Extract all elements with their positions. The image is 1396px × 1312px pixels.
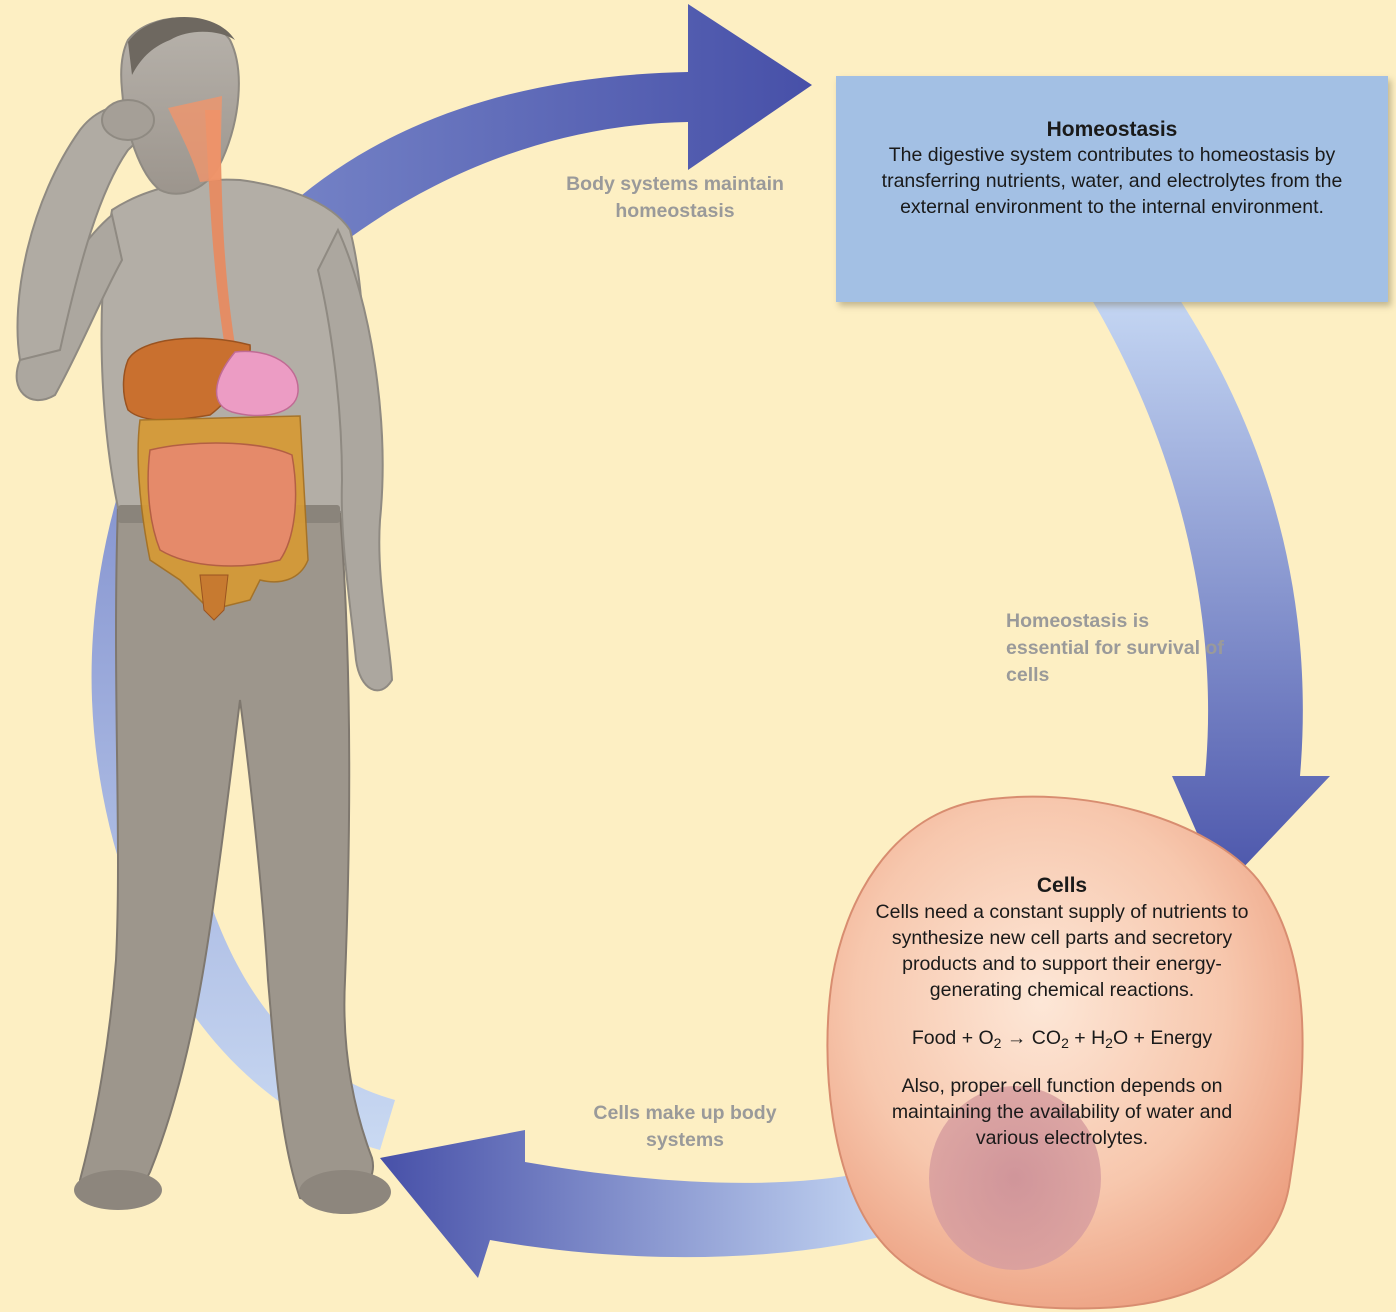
label-body-systems: Body systems maintain homeostasis (566, 173, 784, 222)
left-shoe (74, 1170, 162, 1210)
small-intestine (147, 442, 297, 567)
stomach (215, 350, 299, 417)
trousers (78, 503, 375, 1203)
cells-extra-note: Also, proper cell function depends on ma… (891, 1075, 1233, 1149)
eq-sub-co2: 2 (1061, 1035, 1069, 1051)
eq-arrow-co: → CO (1001, 1027, 1062, 1049)
eq-h: + H (1068, 1027, 1106, 1049)
rectum (199, 574, 229, 621)
human-figure (15, 16, 394, 1214)
homeostasis-box: Homeostasis The digestive system contrib… (836, 76, 1388, 302)
eq-rest: O + Energy (1112, 1027, 1213, 1049)
cell-text-block: Cells Cells need a constant supply of nu… (868, 872, 1256, 1151)
eq-sub-o2: 2 (993, 1035, 1002, 1051)
label-cells-make-up: Cells make up body systems (593, 1102, 777, 1151)
cell-equation: Food + O2 → CO2 + H2O + Energy (868, 1025, 1256, 1051)
cell-nucleus (929, 1086, 1101, 1270)
homeostasis-description: The digestive system contributes to home… (881, 144, 1343, 218)
hair (128, 16, 235, 75)
arrow-cells-make-up (380, 1130, 888, 1278)
right-shoe (299, 1170, 391, 1214)
cells-title: Cells (1036, 874, 1088, 897)
label-homeostasis-essential: Homeostasis is essential for survival of… (1006, 610, 1224, 686)
cells-description: Cells need a constant supply of nutrient… (875, 901, 1249, 1001)
hand (101, 99, 155, 141)
eq-sub-h2: 2 (1105, 1035, 1113, 1051)
arrow-homeostasis-essential (1092, 300, 1330, 890)
eq-food: Food + O (911, 1027, 994, 1049)
homeostasis-title: Homeostasis (1046, 118, 1178, 141)
mouth-cavity (168, 96, 222, 182)
right-arm (316, 227, 394, 692)
arrow-body-systems (290, 4, 812, 245)
